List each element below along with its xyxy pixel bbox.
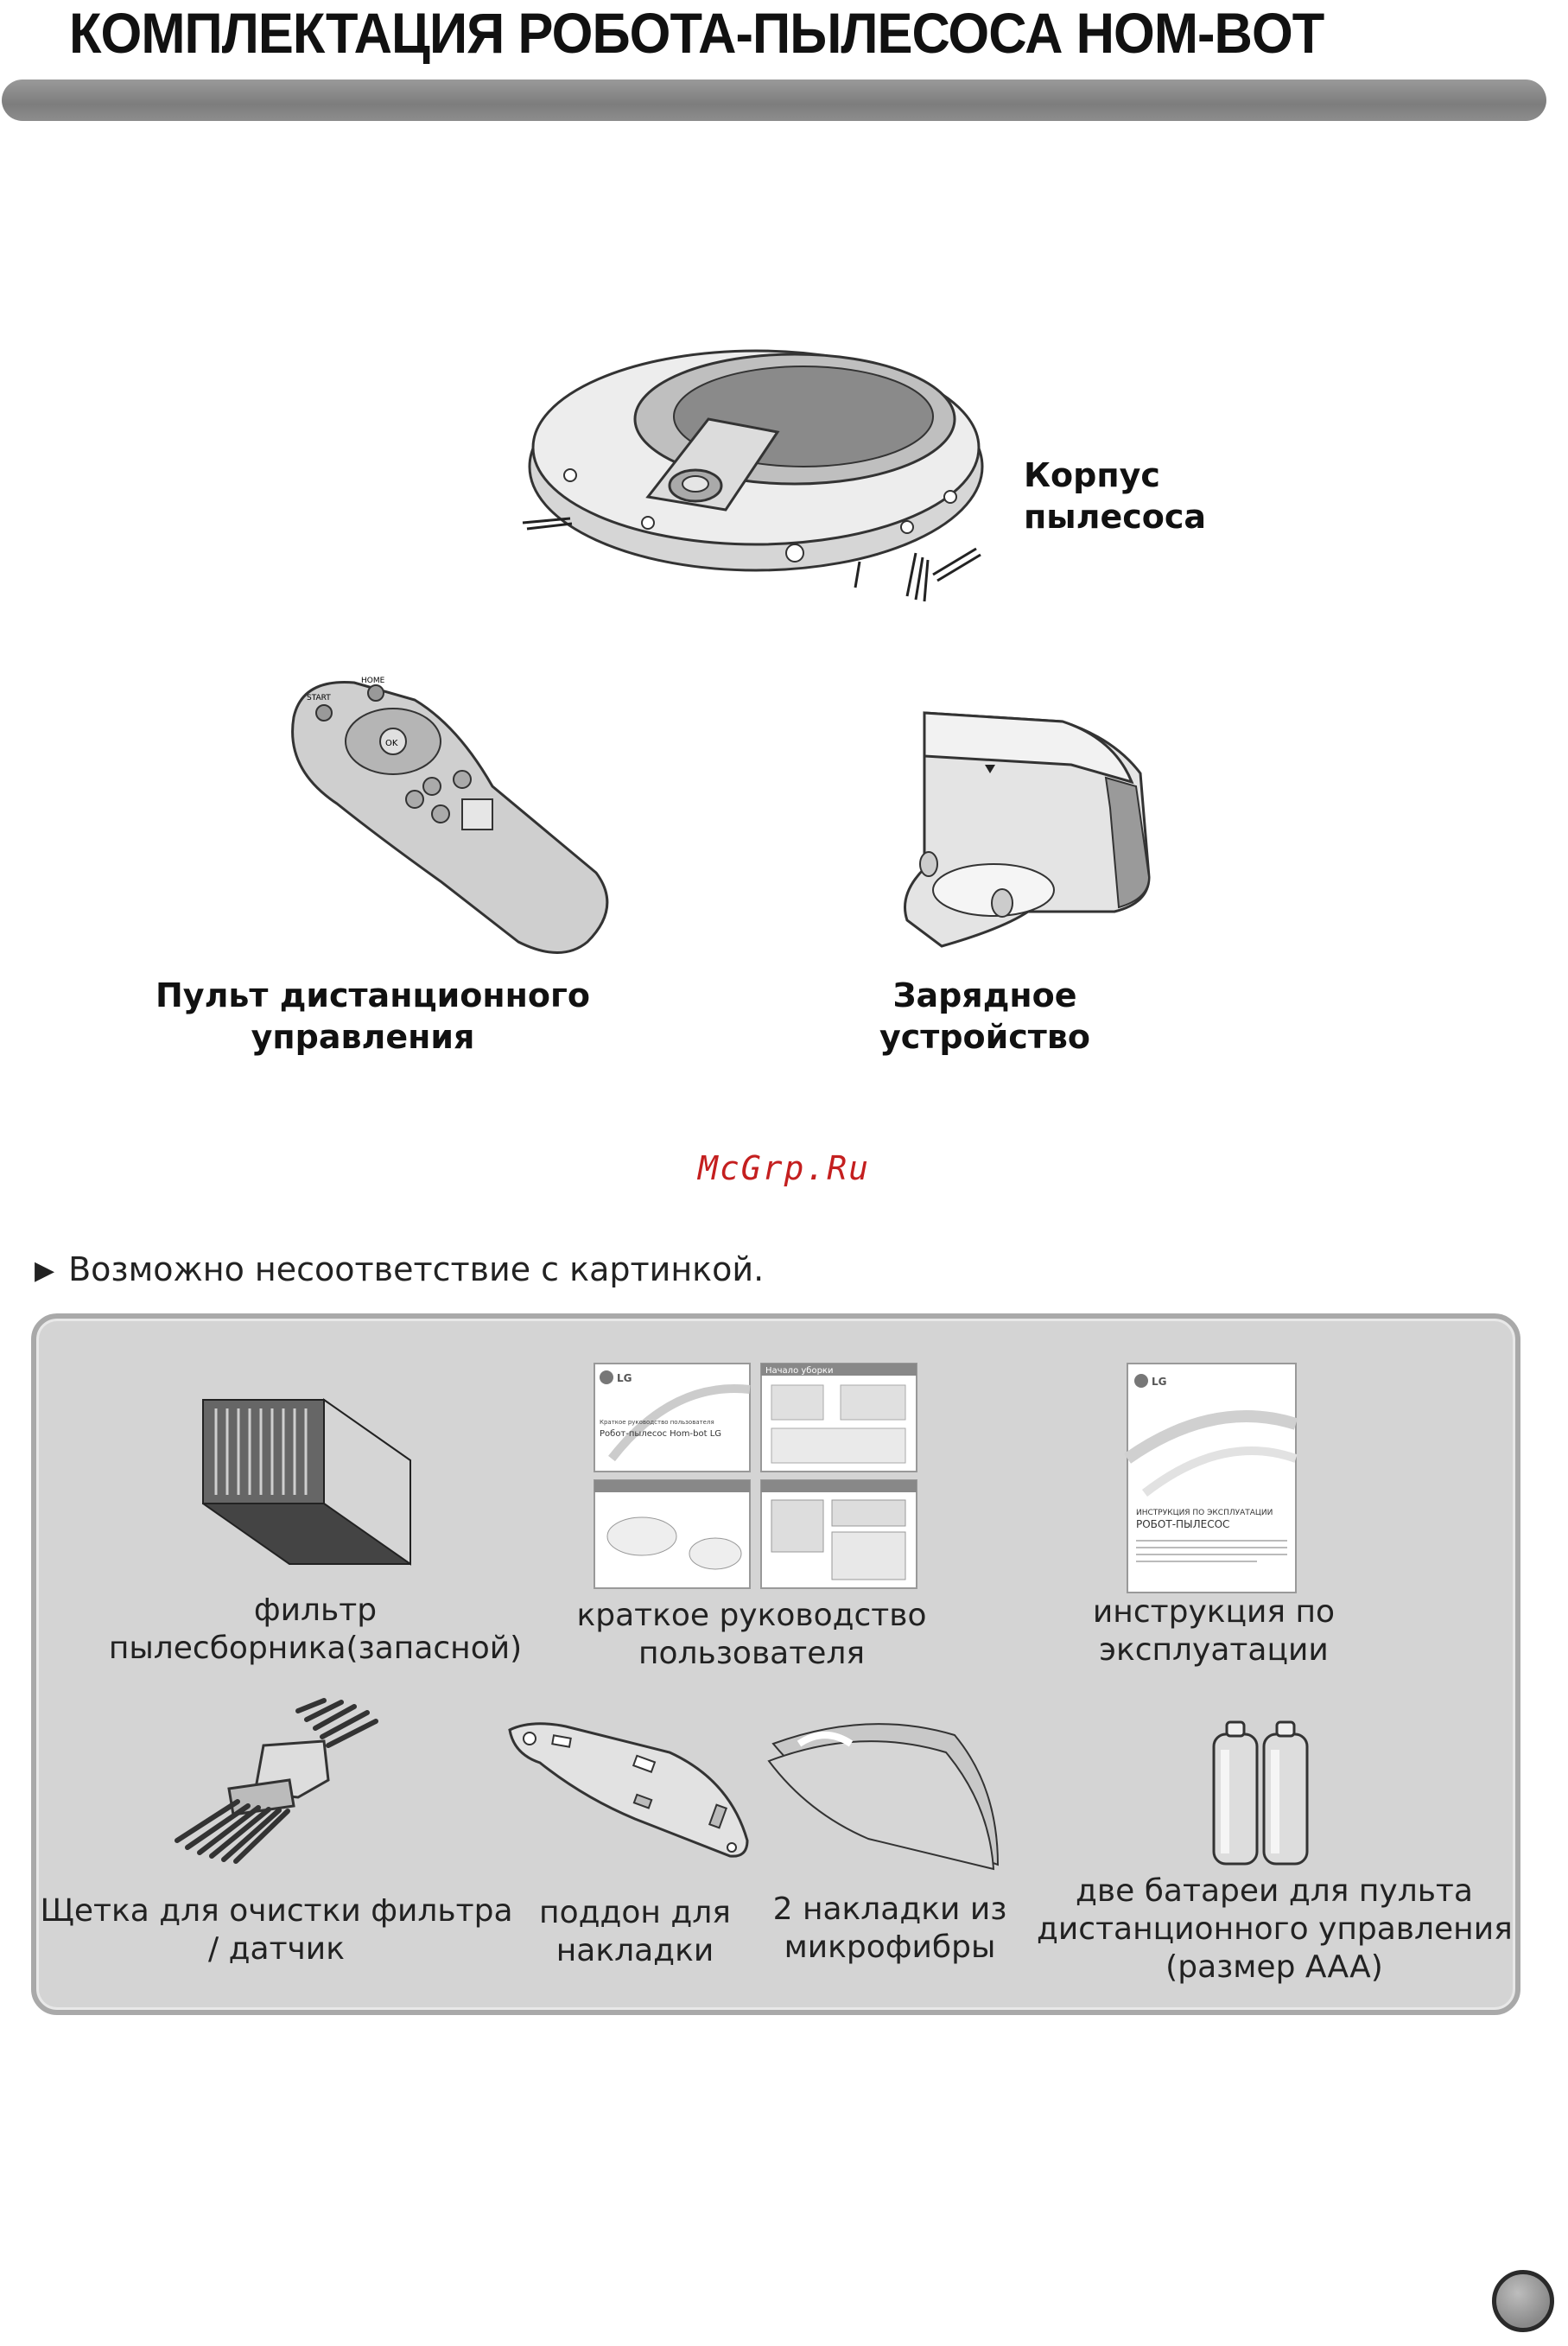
- microfiber-pads-illustration: [767, 1723, 1000, 1871]
- page-title: КОМПЛЕКТАЦИЯ РОБОТА-ПЫЛЕСОСА HOM-BOT: [69, 1, 1324, 65]
- batteries-label-line1: две батареи для пульта: [1076, 1873, 1473, 1909]
- quick-guide-brand: LG: [617, 1372, 632, 1384]
- filter-label: фильтр пылесборника(запасной): [104, 1592, 527, 1668]
- watermark: McGrp.Ru: [697, 1149, 871, 1187]
- remote-ok-text: OK: [385, 739, 398, 748]
- quick-guide-label-line1: краткое руководство: [576, 1598, 927, 1633]
- manual-label-line2: эксплуатации: [1099, 1632, 1329, 1668]
- charger-label: Зарядное устройство: [847, 975, 1123, 1058]
- microfiber-label-line2: микрофибры: [784, 1930, 996, 1965]
- microfiber-label-line1: 2 накладки из: [772, 1891, 1007, 1927]
- quick-guide-cover-line1: Краткое руководство пользователя: [600, 1419, 714, 1426]
- triangle-right-icon: ▶: [35, 1256, 55, 1286]
- brush-label-line1: Щетка для очистки фильтра: [40, 1893, 513, 1929]
- filter-illustration: [202, 1398, 411, 1566]
- quick-guide-section-start: Начало уборки: [765, 1366, 833, 1376]
- microfiber-label: 2 накладки из микрофибры: [760, 1891, 1019, 1967]
- quick-guide-cover-line2: Робот-пылесос Hom-bot LG: [600, 1429, 721, 1439]
- quick-guide-label-line2: пользователя: [638, 1636, 866, 1671]
- cleaning-brush-illustration: [175, 1698, 378, 1864]
- batteries-label: две батареи для пульта дистанционного уп…: [1037, 1872, 1513, 1987]
- title-bar: [2, 79, 1546, 121]
- charger-label-line1: Зарядное: [892, 976, 1077, 1014]
- brush-label-line2: / датчик: [208, 1931, 345, 1967]
- page-number-circle: [1492, 2270, 1554, 2332]
- pad-holder-label-line2: накладки: [555, 1933, 714, 1968]
- brush-label: Щетка для очистки фильтра / датчик: [35, 1892, 518, 1968]
- remote-label-line2: управления: [251, 1018, 475, 1056]
- charger-label-line2: устройство: [879, 1018, 1090, 1056]
- manual-cover-line2: РОБОТ-ПЫЛЕСОС: [1136, 1518, 1229, 1530]
- robot-label: Корпус пылесоса: [1024, 455, 1206, 537]
- note: ▶ Возможно несоответствие с картинкой.: [35, 1250, 764, 1288]
- quick-guide-illustration: LG Краткое руководство пользователя Робо…: [594, 1363, 917, 1589]
- manual-illustration: LG ИНСТРУКЦИЯ ПО ЭКСПЛУАТАЦИИ РОБОТ-ПЫЛЕ…: [1123, 1363, 1298, 1593]
- manual-brand: LG: [1152, 1376, 1167, 1388]
- filter-label-line2: пылесборника(запасной): [108, 1631, 523, 1666]
- remote-label-line1: Пульт дистанционного: [156, 976, 590, 1014]
- batteries-label-line2: дистанционного управления: [1037, 1911, 1513, 1947]
- batteries-label-line3: (размер AAA): [1165, 1949, 1383, 1985]
- batteries-illustration: [1212, 1720, 1309, 1866]
- manual-cover-line1: ИНСТРУКЦИЯ ПО ЭКСПЛУАТАЦИИ: [1136, 1509, 1273, 1517]
- remote-label: Пульт дистанционного управления: [156, 975, 590, 1058]
- pad-holder-label-line1: поддон для: [539, 1895, 731, 1930]
- note-text: Возможно несоответствие с картинкой.: [68, 1250, 765, 1288]
- robot-label-line2: пылесоса: [1024, 498, 1207, 536]
- manual-label: инструкция по эксплуатации: [1041, 1593, 1387, 1669]
- manual-label-line1: инструкция по: [1092, 1594, 1336, 1630]
- quick-guide-label: краткое руководство пользователя: [553, 1597, 950, 1673]
- pad-holder-illustration: [508, 1722, 749, 1858]
- filter-label-line1: фильтр: [253, 1593, 378, 1628]
- remote-start-text: START: [307, 694, 331, 703]
- robot-vacuum-illustration: [522, 349, 984, 602]
- robot-label-line1: Корпус: [1024, 456, 1160, 494]
- remote-home-text: HOME: [361, 677, 385, 685]
- remote-control-illustration: OK START HOME: [291, 677, 609, 954]
- charging-station-illustration: [904, 711, 1151, 948]
- pad-holder-label: поддон для накладки: [518, 1894, 752, 1970]
